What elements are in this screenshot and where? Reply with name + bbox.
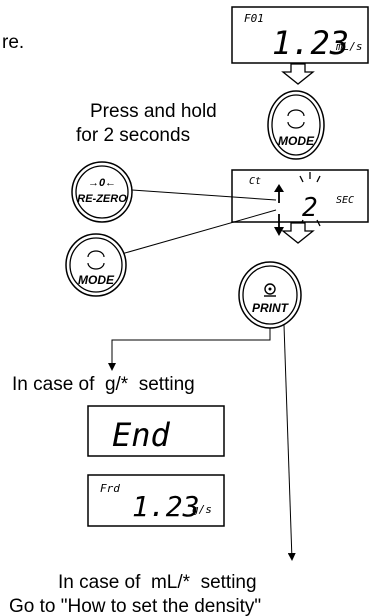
mode-key[interactable]: MODE <box>267 90 325 160</box>
mode-key-2[interactable]: MODE <box>65 233 127 297</box>
branch-ml-next-step: Go to "How to set the density" <box>9 596 261 616</box>
print-key-label: PRINT <box>252 301 290 315</box>
display-top-unit: mL/s <box>335 40 363 53</box>
instruction-line2: for 2 seconds <box>76 125 190 146</box>
display-frd-value: 1.23 <box>132 490 199 523</box>
display-end-value: End <box>112 416 171 454</box>
display-mid-value: 2 <box>302 193 318 223</box>
cycle-icon <box>287 109 305 117</box>
down-pointer-icon <box>274 214 284 236</box>
rezero-key-label: RE-ZERO <box>77 193 127 205</box>
display-top: F01 1.23 mL/s <box>231 6 369 64</box>
down-arrow-icon-2 <box>281 222 315 244</box>
rezero-key[interactable]: →0← RE-ZERO <box>71 161 133 223</box>
display-frd-code: Frd <box>100 482 120 495</box>
print-key[interactable]: PRINT <box>238 261 302 329</box>
display-top-code: F01 <box>244 12 264 25</box>
up-down-arrow-icon <box>274 184 284 203</box>
rezero-symbol-icon: →0← <box>88 177 116 189</box>
mode-key-2-label: MODE <box>78 273 115 287</box>
branch-ml-label: In case of mL/* setting <box>58 572 257 593</box>
branch-g-arrow <box>108 328 271 371</box>
branch-ml-arrow <box>283 324 296 561</box>
intro-fragment: re. <box>2 32 24 53</box>
mode-key-label: MODE <box>278 134 315 148</box>
display-end: End <box>87 405 225 457</box>
down-arrow-icon <box>281 63 315 85</box>
instruction-line1: Press and hold <box>90 101 217 122</box>
cycle-icon-2 <box>87 250 105 258</box>
display-top-value: 1.23 <box>272 24 349 62</box>
mode-connector <box>117 209 277 256</box>
display-mid-code: Ct <box>249 176 261 187</box>
branch-g-label: In case of g/* setting <box>12 374 195 395</box>
display-mid-unit: SEC <box>336 195 354 206</box>
display-frd: Frd 1.23 g/s <box>87 474 225 527</box>
rezero-connector <box>131 189 277 201</box>
print-icon <box>264 283 276 297</box>
display-frd-unit: g/s <box>192 503 212 516</box>
